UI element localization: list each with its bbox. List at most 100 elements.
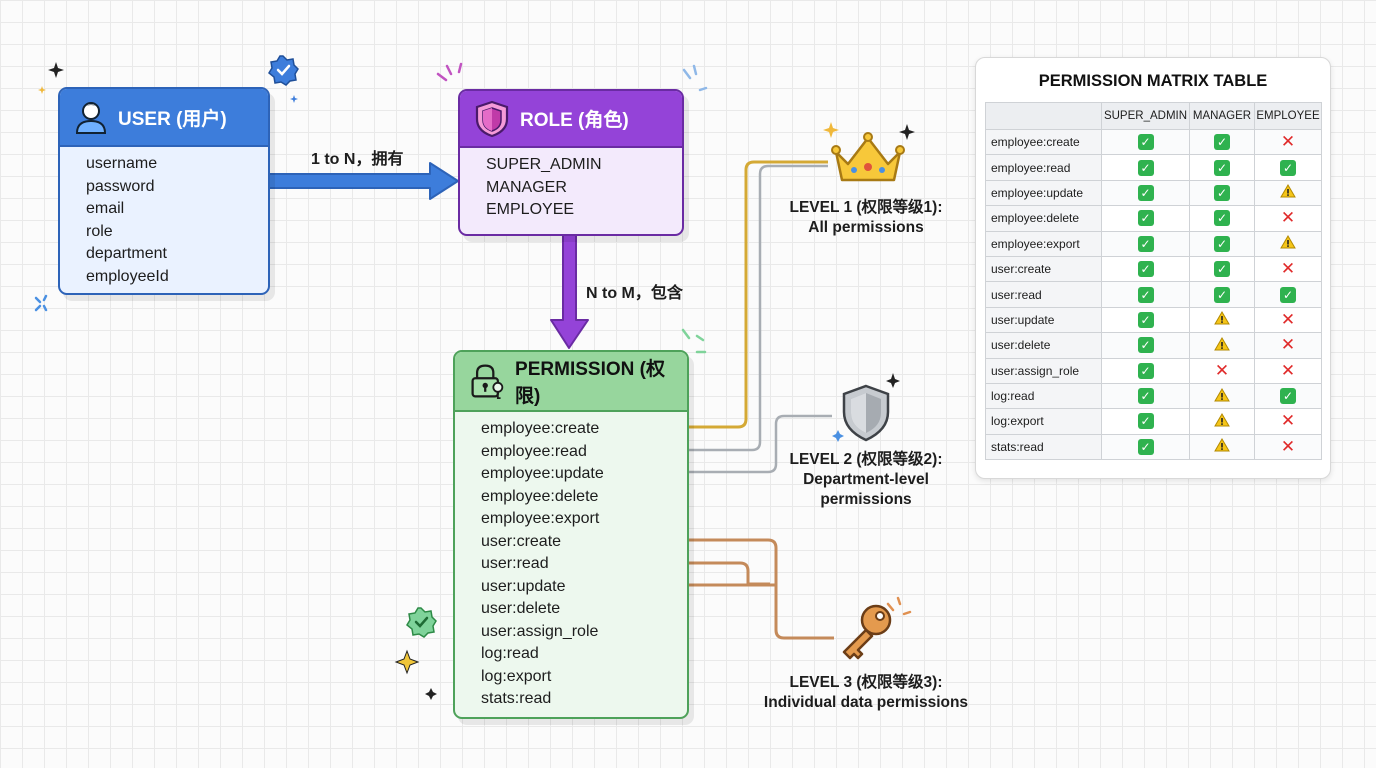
matrix-cell: ✕ (1254, 408, 1322, 435)
matrix-cell: ✓ (1189, 281, 1255, 308)
cross-icon: ✕ (1280, 132, 1296, 152)
check-icon: ✓ (1137, 413, 1154, 430)
burst-marks (34, 62, 912, 616)
user-field: employeeId (86, 267, 169, 285)
permission-field: user:update (481, 577, 566, 595)
role-permission-arrow (550, 232, 589, 349)
verified-badge-icon (406, 607, 437, 638)
warning-icon (1214, 412, 1230, 427)
permission-field: user:create (481, 532, 562, 550)
user-role-arrow (267, 162, 459, 200)
matrix-cell: ✓ (1101, 408, 1190, 435)
warning-icon (1214, 336, 1230, 351)
matrix-row-label: user:read (985, 281, 1102, 308)
matrix-row-label: employee:create (985, 128, 1102, 156)
check-icon: ✓ (1137, 235, 1154, 252)
user-field: username (86, 155, 158, 172)
matrix-row: user:update✓✕ (985, 306, 1322, 334)
matrix-cell: ✓ (1189, 255, 1255, 283)
permission-matrix-card: PERMISSION MATRIX TABLE SUPER_ADMIN MANA… (975, 57, 1331, 479)
check-icon: ✓ (1137, 311, 1154, 328)
permission-field: log:export (481, 667, 552, 685)
matrix-row: employee:delete✓✓✕ (985, 205, 1322, 232)
role-permission-relation-label: N to M，包含 (586, 285, 683, 302)
level3-label: LEVEL 3 (权限等级3): Individual data permiss… (746, 673, 986, 713)
check-icon: ✓ (1214, 134, 1230, 151)
cross-icon: ✕ (1280, 309, 1296, 329)
matrix-cell: ✓ (1101, 281, 1190, 308)
user-icon (75, 102, 107, 134)
sparkle-icon (48, 62, 915, 700)
matrix-row: employee:read✓✓✓ (985, 154, 1322, 181)
matrix-row: user:create✓✓✕ (985, 255, 1322, 283)
shield-icon (842, 384, 890, 442)
role-entity-header: ROLE (角色) (460, 91, 682, 148)
permission-entity-title: PERMISSION (权限) (515, 359, 665, 407)
permission-field: employee:create (481, 420, 600, 437)
cross-icon: ✕ (1280, 259, 1296, 279)
matrix-row-label: employee:export (985, 230, 1102, 257)
role-field: EMPLOYEE (486, 201, 575, 218)
matrix-cell: ✓ (1189, 205, 1255, 232)
check-icon: ✓ (1280, 286, 1296, 303)
role-field: SUPER_ADMIN (486, 156, 602, 173)
matrix-cell: ✕ (1254, 433, 1322, 461)
check-icon: ✓ (1137, 210, 1154, 227)
matrix-body: employee:create✓✓✕employee:read✓✓✓employ… (985, 128, 1322, 461)
matrix-row-label: log:export (985, 408, 1102, 435)
level2-label: LEVEL 2 (权限等级2): Department-level permis… (746, 450, 986, 510)
matrix-row: user:read ✓ ✓ ✓ (985, 281, 1322, 308)
matrix-header-row: SUPER_ADMIN MANAGER EMPLOYEE (985, 102, 1322, 130)
matrix-cell: ✓ (1101, 154, 1190, 181)
permission-field: log:read (481, 645, 539, 662)
matrix-cell (1189, 408, 1255, 435)
matrix-cell: ✕ (1254, 205, 1322, 232)
role-field: MANAGER (486, 178, 567, 196)
permission-field: employee:update (481, 465, 604, 482)
user-entity[interactable]: USER (用户) username password email role d… (58, 87, 270, 295)
matrix-row: user:assign_role✓✕✕ (985, 357, 1322, 384)
check-icon: ✓ (1137, 159, 1154, 176)
matrix-cell: ✕ (1254, 357, 1322, 384)
matrix-row: employee:update✓✓ (985, 179, 1322, 207)
user-field-list: username password email role department … (60, 147, 268, 288)
matrix-cell: ✓ (1101, 179, 1190, 207)
warning-icon (1214, 438, 1230, 452)
matrix-cell: ✓ (1101, 433, 1190, 461)
permission-entity[interactable]: PERMISSION (权限) employee:create employee… (453, 350, 689, 719)
user-entity-title: USER (用户) (118, 108, 227, 130)
user-role-relation-label: 1 to N，拥有 (311, 151, 404, 168)
permission-field: employee:delete (481, 487, 599, 505)
matrix-cell (1189, 382, 1255, 410)
cross-icon: ✕ (1280, 335, 1296, 355)
matrix-row-label: user:assign_role (985, 357, 1102, 384)
level1-label: LEVEL 1 (权限等级1): All permissions (746, 198, 986, 238)
matrix-cell: ✓ (1101, 306, 1190, 334)
permission-field: stats:read (481, 690, 552, 707)
matrix-cell (1189, 306, 1255, 334)
check-icon: ✓ (1137, 438, 1154, 455)
matrix-cell: ✓ (1189, 179, 1255, 207)
crown-icon (831, 132, 905, 182)
level1-description: All permissions (808, 219, 924, 236)
check-icon: ✓ (1214, 286, 1230, 303)
matrix-cell (1189, 433, 1255, 461)
level3-description: Individual data permissions (763, 694, 969, 711)
role-entity[interactable]: ROLE (角色) SUPER_ADMIN MANAGER EMPLOYEE (458, 89, 684, 236)
matrix-row-label: employee:delete (985, 205, 1102, 232)
warning-icon (1214, 311, 1230, 325)
cross-icon: ✕ (1214, 360, 1230, 380)
matrix-corner-cell (985, 102, 1102, 130)
shield-icon (475, 100, 509, 137)
warning-icon (1280, 184, 1296, 198)
matrix-cell: ✓ (1101, 382, 1190, 410)
check-icon: ✓ (1137, 184, 1154, 201)
matrix-column-header: EMPLOYEE (1254, 102, 1322, 130)
matrix-row-label: user:create (985, 255, 1102, 283)
matrix-cell: ✓ (1254, 154, 1322, 181)
matrix-cell (1254, 179, 1322, 207)
matrix-cell: ✕ (1254, 332, 1322, 359)
level1-title: LEVEL 1 (权限等级1): (789, 199, 943, 216)
check-icon: ✓ (1137, 286, 1154, 303)
